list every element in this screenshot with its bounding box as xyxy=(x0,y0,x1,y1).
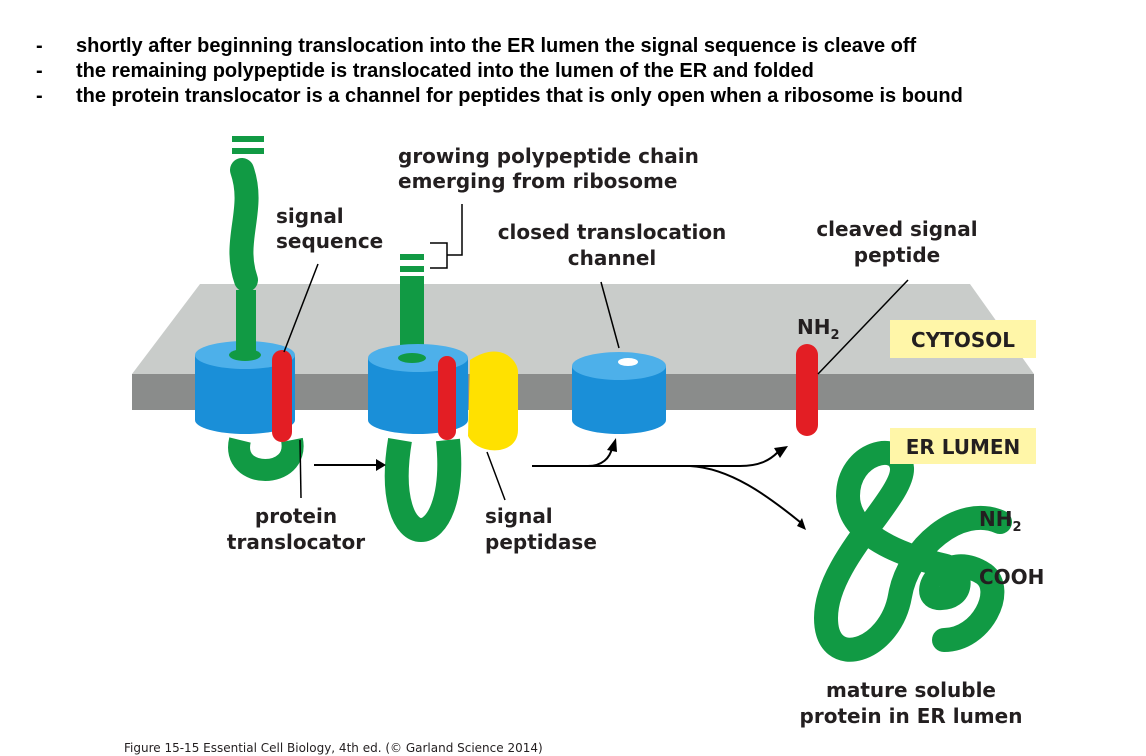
label-cleaved-peptide-1: cleaved signal xyxy=(816,217,977,241)
bullet-item: - the remaining polypeptide is translocat… xyxy=(36,59,1142,84)
label-translocator-2: translocator xyxy=(227,530,365,554)
label-peptidase-1: signal xyxy=(485,504,553,528)
figure-caption: Figure 15-15 Essential Cell Biology, 4th… xyxy=(124,741,543,755)
leader-lines xyxy=(283,204,909,501)
cytosol-box xyxy=(890,320,1036,358)
label-nh2-cleaved: NH2 xyxy=(797,315,840,343)
bullet-item: - the protein translocator is a channel f… xyxy=(36,84,1142,109)
nh2-subscript: 2 xyxy=(1012,520,1021,535)
label-closed-channel-1: closed translocation xyxy=(498,220,727,244)
protein-translocator-2 xyxy=(368,254,518,542)
bullet-marker: - xyxy=(36,85,43,107)
mature-soluble-protein xyxy=(813,441,1012,662)
nh2-text: NH xyxy=(797,315,830,339)
nh2-subscript: 2 xyxy=(830,328,839,343)
bullet-marker: - xyxy=(36,60,43,82)
process-arrows xyxy=(314,438,806,530)
label-growing-chain-2: emerging from ribosome xyxy=(398,169,677,193)
closed-translocation-channel xyxy=(572,352,666,434)
nh2-text: NH xyxy=(979,507,1012,531)
label-growing-chain-1: growing polypeptide chain xyxy=(398,144,699,168)
cleaved-signal-peptide xyxy=(796,344,818,436)
label-cooh: COOH xyxy=(979,565,1044,589)
label-signal-sequence-2: sequence xyxy=(276,229,383,253)
label-translocator-1: protein xyxy=(255,504,337,528)
bullet-text: shortly after beginning translocation in… xyxy=(76,35,917,57)
label-mature-1: mature soluble xyxy=(826,678,996,702)
label-mature-2: protein in ER lumen xyxy=(800,704,1023,728)
label-cleaved-peptide-2: peptide xyxy=(854,243,941,267)
bullet-text: the protein translocator is a channel fo… xyxy=(76,85,963,107)
label-er-lumen: ER LUMEN xyxy=(906,435,1021,459)
protein-translocator-1 xyxy=(195,136,304,481)
bullet-list: - shortly after beginning translocation i… xyxy=(36,34,1142,109)
label-nh2-mature: NH2 xyxy=(979,507,1022,535)
label-cytosol: CYTOSOL xyxy=(911,328,1015,352)
bullet-text: the remaining polypeptide is translocate… xyxy=(76,60,814,82)
label-closed-channel-2: channel xyxy=(568,246,657,270)
label-peptidase-2: peptidase xyxy=(485,530,597,554)
bullet-item: - shortly after beginning translocation i… xyxy=(36,34,1142,59)
label-signal-sequence-1: signal xyxy=(276,204,344,228)
er-lumen-box xyxy=(890,428,1036,464)
bullet-marker: - xyxy=(36,35,43,57)
